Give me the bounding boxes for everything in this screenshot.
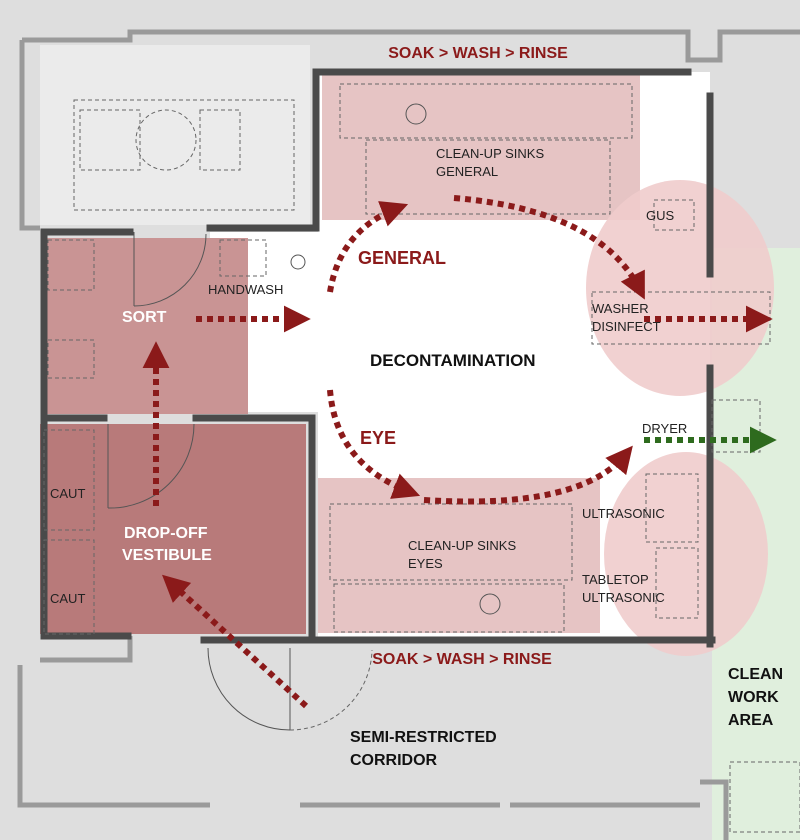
handwash-fixture: [290, 254, 306, 270]
clean-work-area-line1: CLEAN: [728, 666, 783, 683]
clean-work-area-line2: WORK: [728, 689, 779, 706]
dryer-label: DRYER: [642, 421, 687, 436]
clean-up-sinks-eyes-line1: CLEAN-UP SINKS: [408, 538, 516, 553]
sort-label: SORT: [122, 309, 167, 326]
semi-restricted-corridor-line2: CORRIDOR: [350, 752, 438, 769]
outer-wall-left: [19, 40, 40, 231]
sort-door: [133, 232, 207, 307]
caut-top-label: CAUT: [50, 486, 85, 501]
caut-cart-top: [43, 429, 95, 531]
tabletop-ultrasonic-line1: TABLETOP: [582, 572, 649, 587]
semi-restricted-corridor-line1: SEMI-RESTRICTED: [350, 729, 497, 746]
washer-label-line2: DISINFECT: [592, 319, 661, 334]
ultrasonic-equipment: [645, 473, 699, 543]
vestibule-door: [107, 423, 195, 509]
general-label: GENERAL: [358, 248, 446, 268]
washer-label-line1: WASHER: [592, 301, 649, 316]
tabletop-ultrasonic-line2: ULTRASONIC: [582, 590, 665, 605]
sort-zone: [44, 238, 248, 414]
arrow-general-loop-left: [327, 201, 409, 293]
arrow-corridor-to-vestibule: [162, 574, 309, 709]
dropoff-vestibule-line1: DROP-OFF: [124, 525, 208, 542]
sort-bench: [47, 339, 95, 379]
ultrasonic-zone: [604, 452, 768, 656]
general-sink-counter: [365, 139, 611, 215]
eye-label: EYE: [360, 428, 396, 448]
dropoff-vestibule-line2: VESTIBULE: [122, 547, 212, 564]
arrow-eye-loop-left: [327, 389, 421, 499]
decontamination-label: DECONTAMINATION: [370, 351, 536, 370]
top-left-equipment-2: [135, 109, 197, 171]
clean-up-sinks-eyes-line2: EYES: [408, 556, 443, 571]
handwash-label: HANDWASH: [208, 282, 283, 297]
general-sink-drain: [405, 103, 427, 125]
clean-work-area-line3: AREA: [728, 712, 774, 729]
arrow-eye-loop-right: [423, 445, 633, 505]
top-left-equipment-4: [73, 99, 295, 211]
tabletop-ultrasonic-equipment: [655, 547, 699, 619]
eye-sink-equipment: [333, 583, 565, 633]
arrow-general-loop-right: [453, 195, 645, 300]
soak-wash-rinse-bottom-label: SOAK > WASH > RINSE: [372, 651, 552, 668]
ultrasonic-label: ULTRASONIC: [582, 506, 665, 521]
top-left-room-floor: [40, 45, 310, 225]
gus-label: GUS: [646, 208, 675, 223]
wall-topleft-room: [40, 228, 134, 422]
soak-wash-rinse-top-label: SOAK > WASH > RINSE: [388, 45, 568, 62]
caut-bottom-label: CAUT: [50, 591, 85, 606]
outer-wall-bottom-right: [700, 779, 729, 840]
top-left-equipment-1: [79, 109, 141, 171]
general-sinks-zone: [322, 75, 640, 220]
clean-up-sinks-general-line2: GENERAL: [436, 164, 498, 179]
clean-area-equipment: [729, 761, 800, 833]
handwash-sink: [219, 239, 267, 277]
general-sink-equipment: [339, 83, 633, 139]
caut-cart-bottom: [43, 539, 95, 635]
clean-up-sinks-general-line1: CLEAN-UP SINKS: [436, 146, 544, 161]
eye-sink-drain: [479, 593, 501, 615]
outer-wall-bottom: [17, 636, 700, 808]
dryer-equipment: [711, 399, 761, 453]
wall-sort-bottom: [192, 414, 316, 644]
corridor-door-swing: [289, 649, 373, 731]
top-left-equipment-3: [199, 109, 241, 171]
wall-decon-left-upper: [206, 68, 320, 232]
washer-disinfector-zone: [586, 180, 774, 396]
outer-wall-top: [22, 29, 800, 63]
sort-table: [47, 239, 95, 291]
